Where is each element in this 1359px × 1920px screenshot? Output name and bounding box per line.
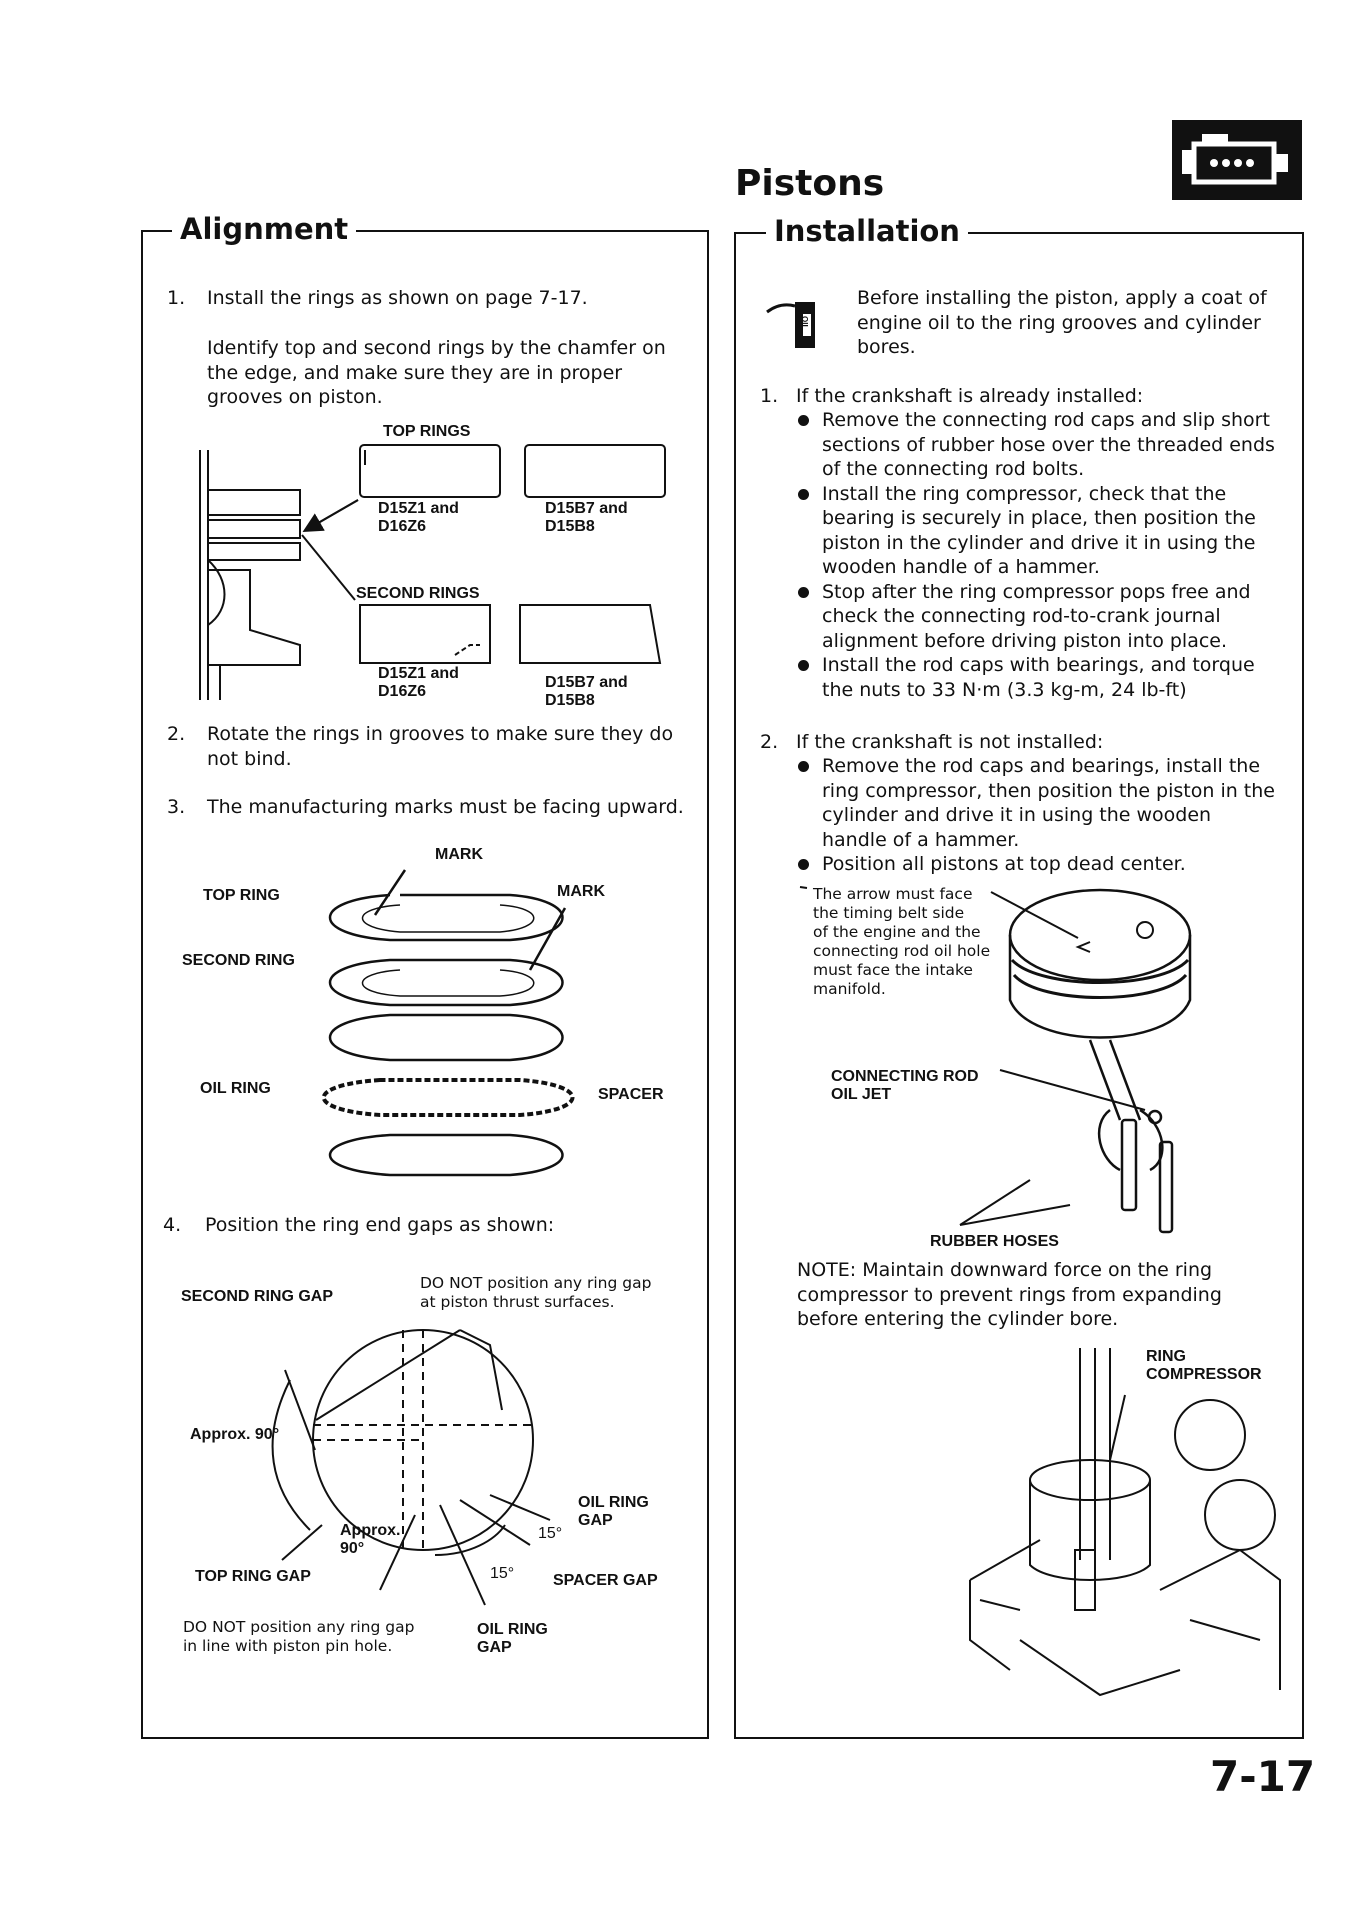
installation-heading: Installation [766,214,968,248]
ring-gap-diagram [271,1329,551,1606]
alignment-step3-number: 3. [167,796,186,818]
angle-15-lower: 15° [490,1565,515,1582]
top-ring-left-model-l2: D16Z6 [378,518,427,535]
ring-stack-figure [321,869,575,1177]
arrow-note-l3: of the engine and the [813,923,981,941]
step1-bullet-3: Stop after the ring compressor pops free… [796,580,1276,654]
piston-leader-lines [959,1069,1146,1226]
top-ring-left-model-l1: D15Z1 and [378,500,459,517]
step2-bullet-1: Remove the rod caps and bearings, instal… [796,754,1276,852]
installation-panel [734,232,1304,1739]
second-ring-gap-label: SECOND RING GAP [181,1288,334,1305]
installation-step2-number: 2. [760,731,779,753]
ring-compressor-label-l2: COMPRESSOR [1146,1366,1262,1383]
approx-90-left-label: Approx. 90° [190,1426,280,1443]
installation-step1-text: If the crankshaft is already installed: [796,385,1144,407]
step1-bullet-2: Install the ring compressor, check that … [796,482,1276,580]
spacer-gap-label: SPACER GAP [553,1572,658,1589]
top-ring-right-model-l2: D15B8 [545,518,595,535]
approx-label-l2: 90° [340,1540,365,1557]
second-ring-right-model-l1: D15B7 and [545,674,628,691]
approx-label-l1: Approx. [340,1522,401,1539]
second-rings-label: SECOND RINGS [356,585,480,602]
arrow-note-l4: connecting rod oil hole [813,942,991,960]
top-ring-label: TOP RING [203,887,280,904]
alignment-step1-text: Install the rings as shown on page 7-17. [207,287,588,309]
installation-note: NOTE: Maintain downward force on the rin… [797,1259,1222,1330]
oil-can-icon: OIL [765,292,825,350]
spacer-label: SPACER [598,1086,664,1103]
arrow-note-l1: The arrow must face [813,885,973,903]
second-ring-right-model-l2: D15B8 [545,692,595,709]
installation-intro: Before installing the piston, apply a co… [857,287,1267,358]
ring-compressor-label-l1: RING [1146,1348,1186,1365]
ring-compressor-figure [969,1348,1281,1697]
alignment-step4-text: Position the ring end gaps as shown: [205,1214,555,1236]
installation-step1-number: 1. [760,385,779,407]
arrow-note-l2: the timing belt side [813,904,965,922]
alignment-step1-number: 1. [167,287,186,309]
page-title: Pistons [735,163,885,204]
alignment-step4-number: 4. [163,1214,182,1236]
top-ring-right-model-l1: D15B7 and [545,500,628,517]
alignment-step2-text: Rotate the rings in grooves to make sure… [207,723,674,770]
step1-bullet-1: Remove the connecting rod caps and slip … [796,408,1276,482]
top-rings-label: TOP RINGS [383,423,471,440]
rubber-hoses-label: RUBBER HOSES [930,1233,1059,1250]
top-ring-gap-label: TOP RING GAP [195,1568,311,1585]
installation-step1-bullets: Remove the connecting rod caps and slip … [796,408,1276,702]
step2-bullet-2: Position all pistons at top dead center. [796,852,1276,877]
oil-ring-gap-right-l1: OIL RING [578,1494,649,1511]
pin-hole-warning-l1: DO NOT position any ring gap [183,1618,415,1636]
oil-ring-gap-bottom-l1: OIL RING [477,1621,548,1638]
piston-rod-figure [799,886,1192,1234]
alignment-heading: Alignment [172,212,357,246]
engine-section-icon [1172,120,1302,200]
oil-ring-gap-right-l2: GAP [578,1512,613,1529]
page-number: 7-17 [1210,1752,1316,1801]
installation-step2-bullets: Remove the rod caps and bearings, instal… [796,754,1276,877]
second-ring-left-model-l1: D15Z1 and [378,665,459,682]
arrow-note: The arrow must face the timing belt side… [813,885,1013,999]
alignment-panel [141,230,709,1739]
oil-ring-gap-bottom-l2: GAP [477,1639,512,1656]
arrow-note-l6: manifold. [813,980,886,998]
installation-step2-text: If the crankshaft is not installed: [796,731,1104,753]
pin-hole-warning-l2: in line with piston pin hole. [183,1637,393,1655]
thrust-warning-l1: DO NOT position any ring gap [420,1274,652,1292]
connecting-rod-oil-jet-l2: OIL JET [831,1086,892,1103]
mark-label-top: MARK [435,846,483,863]
arrow-note-l5: must face the intake [813,961,973,979]
second-ring-left-model-l2: D16Z6 [378,683,427,700]
alignment-step1-note: Identify top and second rings by the cha… [207,337,666,408]
alignment-step2-number: 2. [167,723,186,745]
second-ring-label: SECOND RING [182,952,295,969]
connecting-rod-oil-jet-l1: CONNECTING ROD [831,1068,979,1085]
angle-15-upper: 15° [538,1525,563,1542]
oil-can-icon-label: OIL [800,316,809,330]
step1-bullet-4: Install the rod caps with bearings, and … [796,653,1276,702]
thrust-warning-l2: at piston thrust surfaces. [420,1293,615,1311]
oil-ring-label: OIL RING [200,1080,271,1097]
ring-profile-figure [199,444,666,700]
mark-label-right: MARK [557,883,605,900]
alignment-step3-text: The manufacturing marks must be facing u… [207,796,684,818]
